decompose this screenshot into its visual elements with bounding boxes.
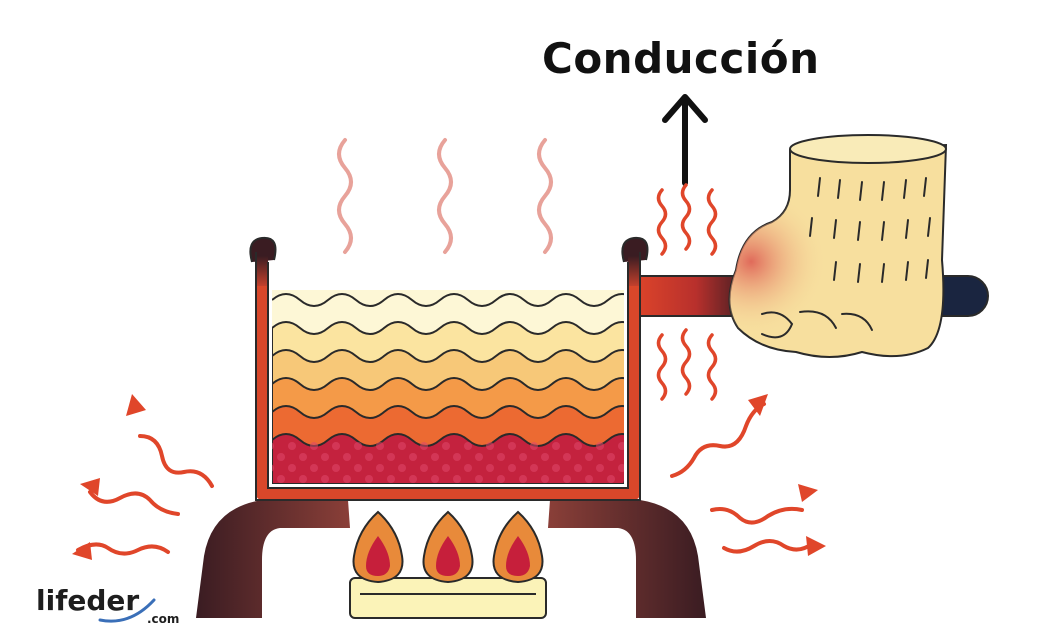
diagram-title: Conducción (542, 34, 820, 83)
heat-arrowhead-icon (72, 394, 146, 560)
pot-liquid (272, 290, 624, 484)
up-arrow-icon (662, 94, 708, 186)
heat-wave-icon (656, 183, 718, 401)
glove-icon (728, 134, 948, 358)
stove-support (196, 500, 706, 618)
logo: lifeder (36, 584, 140, 617)
heat-arrow-icon (76, 434, 214, 556)
flame-icon (352, 510, 544, 584)
logo-tld: .com (147, 612, 180, 626)
heat-arrowhead-right-icon (748, 394, 826, 556)
pot-icon (249, 236, 649, 501)
burner-plate (349, 577, 547, 619)
logo-swoosh-icon (98, 598, 156, 623)
steam-wave-icon (337, 138, 553, 254)
heat-arrow-right-icon (670, 402, 814, 554)
